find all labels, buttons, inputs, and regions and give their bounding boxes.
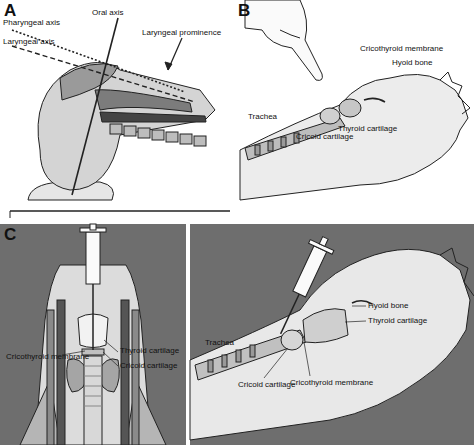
panel-letter: C: [4, 226, 16, 244]
anatomy-label: Hyoid bone: [392, 58, 432, 67]
anatomy-label: Oral axis: [92, 8, 124, 17]
anatomy-label: Thyroid cartilage: [338, 124, 397, 133]
anatomy-label: Trachea: [248, 112, 277, 121]
anatomy-label: Cricoid cartilage: [238, 380, 295, 389]
panel-c-right-drawing: [190, 232, 474, 440]
anatomy-label: Cricothyroid membrane: [290, 378, 373, 387]
anatomy-label: Cricoid cartilage: [120, 361, 177, 370]
anatomy-label: Thyroid cartilage: [120, 346, 179, 355]
panel-a-drawing: [10, 18, 230, 218]
panel-b-drawing: [240, 0, 470, 200]
anatomy-label: Trachea: [205, 338, 234, 347]
anatomy-label: Thyroid cartilage: [368, 316, 427, 325]
panel-letter: B: [238, 2, 250, 20]
anatomy-label: Cricothyroid membrane: [6, 352, 89, 361]
anatomy-label: Laryngeal axis: [3, 37, 55, 46]
panel-c-left-background: [0, 224, 186, 445]
anatomy-label: Cricoid cartilage: [296, 132, 353, 141]
anatomy-label: Hyoid bone: [368, 301, 408, 310]
panel-c-left-drawing: [20, 224, 166, 445]
anatomy-label: Laryngeal prominence: [142, 28, 221, 37]
anatomy-label: Cricothyroid membrane: [360, 44, 443, 53]
panel-letter: A: [4, 2, 16, 20]
panel-c-right-background: [190, 224, 474, 445]
anatomy-label: Pharyngeal axis: [3, 18, 60, 27]
